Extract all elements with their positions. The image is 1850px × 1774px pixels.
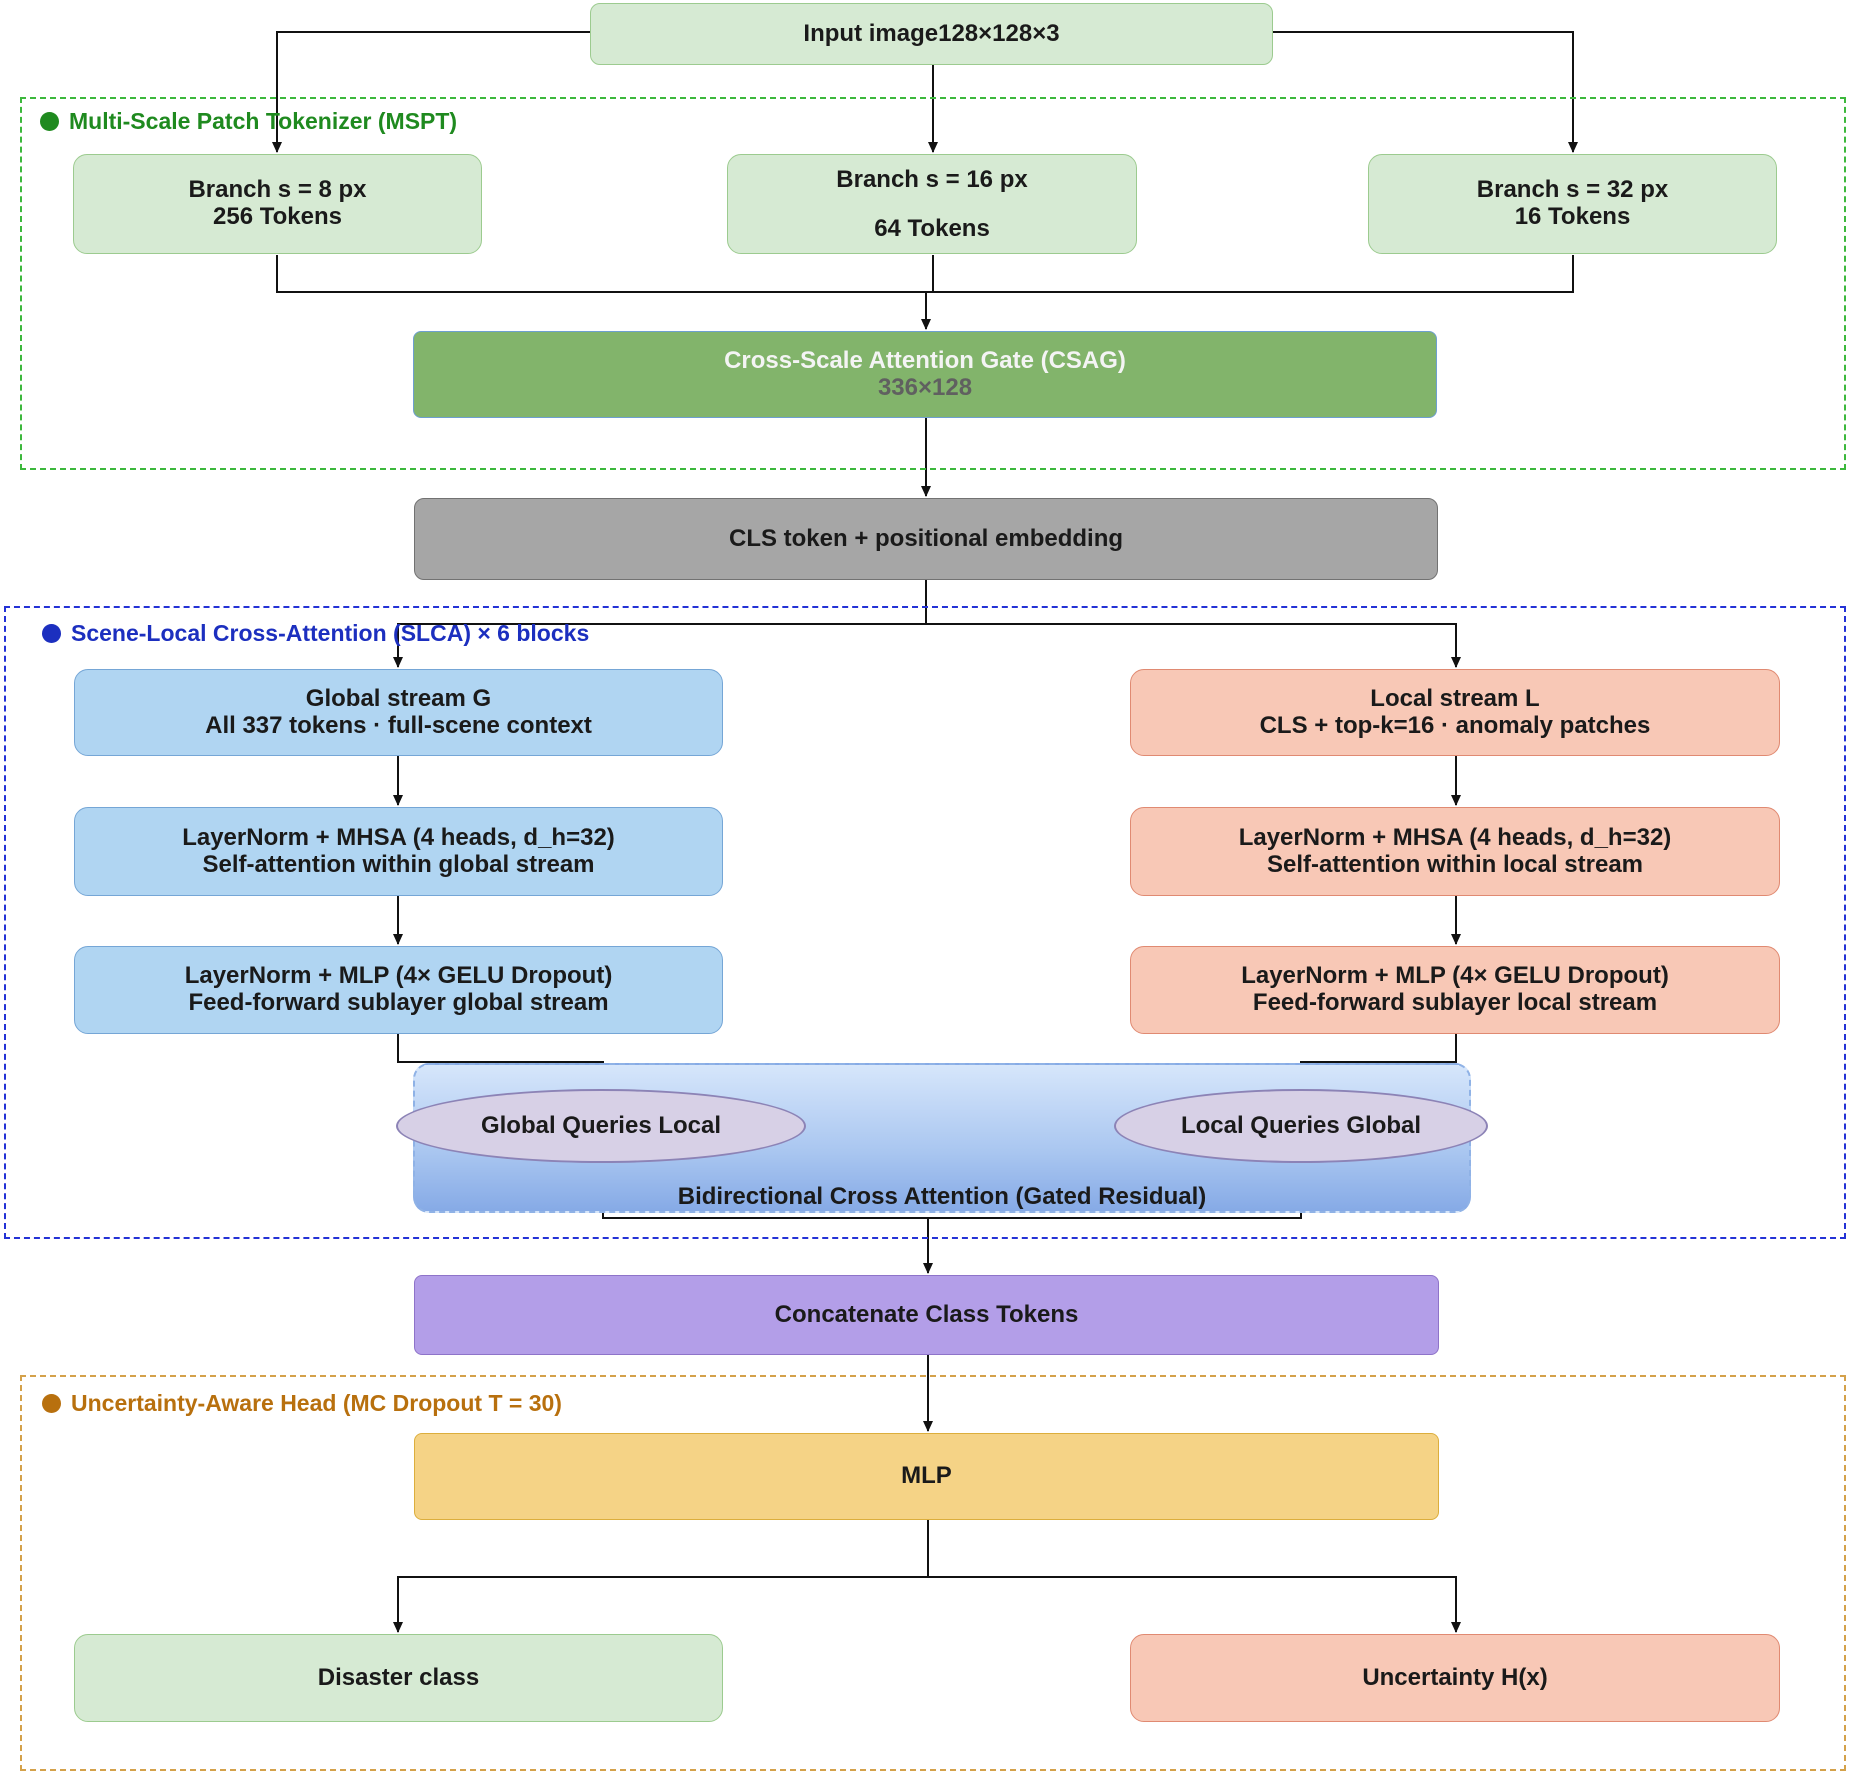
concat-label: Concatenate Class Tokens: [774, 1300, 1079, 1328]
cls-token-label: CLS token + positional embedding: [728, 524, 1124, 552]
cls-split-right: [926, 623, 1461, 668]
global-mhsa-node: LayerNorm + MHSA (4 heads, d_h=32) Self-…: [74, 807, 723, 896]
mspt-title-text: Multi-Scale Patch Tokenizer (MSPT): [69, 108, 458, 134]
local-stream-line1: Local stream L: [1370, 684, 1540, 712]
global-mlp-line2: Feed-forward sublayer global stream: [188, 989, 609, 1016]
branch-8-node: Branch s = 8 px 256 Tokens: [73, 154, 482, 254]
arrow-mlp-to-uncertainty: [928, 1576, 1461, 1633]
branch-8-line2: 256 Tokens: [213, 203, 342, 230]
csag-title: Cross-Scale Attention Gate (CSAG): [724, 346, 1126, 374]
branch-8-line1: Branch s = 8 px: [188, 176, 367, 204]
local-queries-global-label: Local Queries Global: [1180, 1112, 1422, 1139]
csag-node: Cross-Scale Attention Gate (CSAG) 336×12…: [413, 331, 1437, 418]
cls-split: [393, 580, 927, 668]
global-mlp-line1: LayerNorm + MLP (4× GELU Dropout): [184, 962, 613, 990]
global-mhsa-line2: Self-attention within global stream: [202, 850, 595, 878]
branch-32-node: Branch s = 32 px 16 Tokens: [1368, 154, 1777, 254]
arrow-input-to-branch-32: [1272, 31, 1578, 153]
cross-attention-label: Bidirectional Cross Attention (Gated Res…: [677, 1183, 1207, 1210]
uncertainty-node: Uncertainty H(x): [1130, 1634, 1780, 1722]
local-mlp-node: LayerNorm + MLP (4× GELU Dropout) Feed-f…: [1130, 946, 1780, 1034]
local-mlp-line1: LayerNorm + MLP (4× GELU Dropout): [1241, 962, 1669, 990]
global-queries-local-node: Global Queries Local: [396, 1089, 806, 1163]
local-mhsa-node: LayerNorm + MHSA (4 heads, d_h=32) Self-…: [1130, 807, 1780, 896]
head-dot-icon: [42, 1394, 61, 1413]
input-image-label: Input image128×128×3: [803, 19, 1060, 47]
local-mhsa-line2: Self-attention within local stream: [1266, 850, 1644, 878]
branch-16-line2: 64 Tokens: [874, 215, 990, 243]
global-stream-line2: All 337 tokens · full-scene context: [205, 711, 592, 739]
head-title-text: Uncertainty-Aware Head (MC Dropout T = 3…: [71, 1390, 562, 1416]
slca-title-text: Scene-Local Cross-Attention (SLCA) × 6 b…: [71, 620, 590, 646]
mlp-label: MLP: [901, 1462, 952, 1490]
local-mlp-line2: Feed-forward sublayer local stream: [1252, 989, 1658, 1016]
head-group: [20, 1375, 1846, 1771]
uncertainty-label: Uncertainty H(x): [1362, 1663, 1548, 1691]
branch-32-line2: 16 Tokens: [1514, 203, 1631, 230]
concat-node: Concatenate Class Tokens: [414, 1275, 1439, 1355]
local-stream-node: Local stream L CLS + top-k=16 · anomaly …: [1130, 669, 1780, 756]
disaster-class-node: Disaster class: [74, 1634, 723, 1722]
disaster-class-label: Disaster class: [317, 1663, 480, 1691]
cls-token-node: CLS token + positional embedding: [414, 498, 1438, 580]
local-queries-global-node: Local Queries Global: [1114, 1089, 1488, 1163]
mspt-group: [20, 97, 1846, 470]
mspt-title: Multi-Scale Patch Tokenizer (MSPT): [40, 108, 457, 135]
global-queries-local-label: Global Queries Local: [480, 1112, 722, 1139]
branch-16-node: Branch s = 16 px 64 Tokens: [727, 154, 1137, 254]
head-title: Uncertainty-Aware Head (MC Dropout T = 3…: [42, 1390, 562, 1417]
global-mhsa-line1: LayerNorm + MHSA (4 heads, d_h=32): [182, 823, 615, 851]
slca-dot-icon: [42, 624, 61, 643]
mlp-node: MLP: [414, 1433, 1439, 1520]
global-mlp-node: LayerNorm + MLP (4× GELU Dropout) Feed-f…: [74, 946, 723, 1034]
input-image-node: Input image128×128×3: [590, 3, 1273, 65]
mspt-dot-icon: [40, 112, 59, 131]
slca-title: Scene-Local Cross-Attention (SLCA) × 6 b…: [42, 620, 589, 647]
arrow-input-to-branch-8: [272, 31, 590, 153]
branch-32-line1: Branch s = 32 px: [1476, 176, 1669, 204]
local-mhsa-line1: LayerNorm + MHSA (4 heads, d_h=32): [1238, 823, 1672, 851]
slca-group: [4, 606, 1846, 1239]
csag-dims: 336×128: [877, 373, 973, 401]
arrow-mlp-to-class: [393, 1520, 929, 1633]
branch-16-line1: Branch s = 16 px: [836, 166, 1028, 193]
global-stream-line1: Global stream G: [305, 684, 492, 712]
global-stream-node: Global stream G All 337 tokens · full-sc…: [74, 669, 723, 756]
local-stream-line2: CLS + top-k=16 · anomaly patches: [1259, 711, 1651, 739]
